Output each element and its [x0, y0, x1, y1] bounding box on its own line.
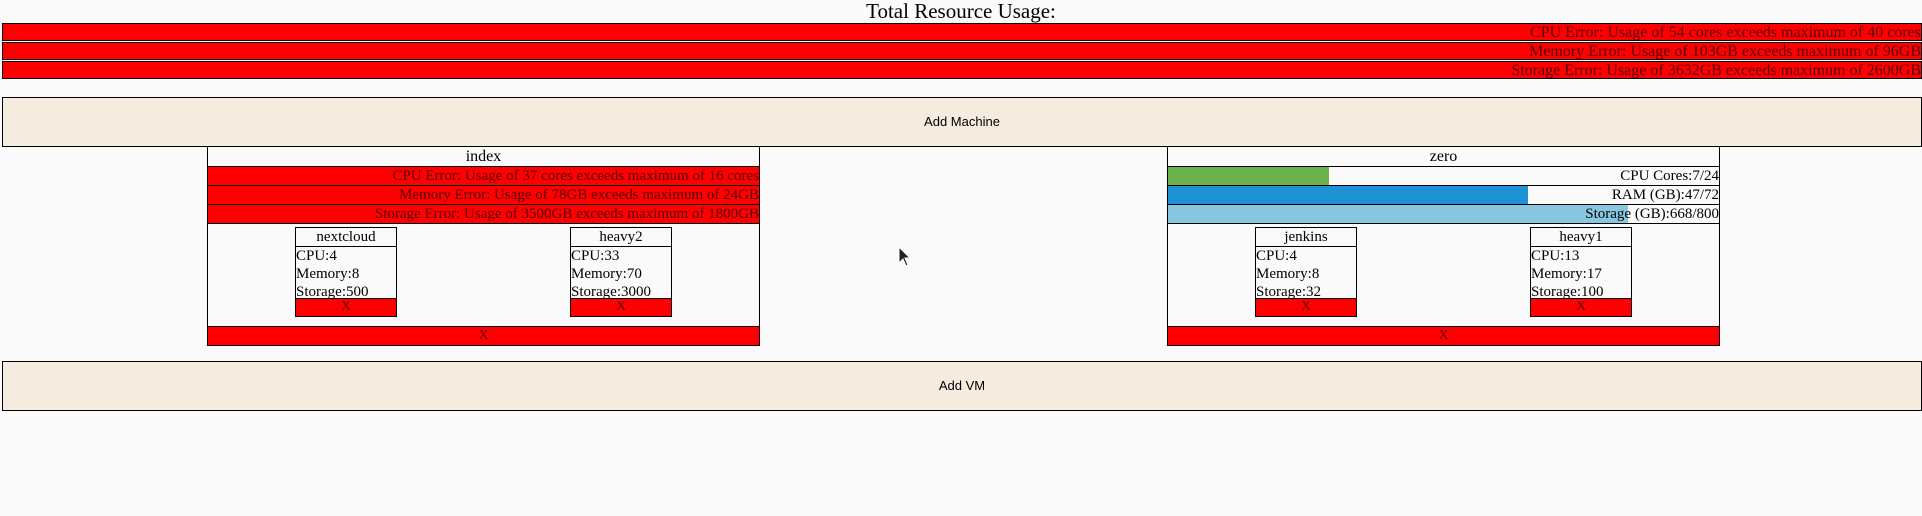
vm-name[interactable]: jenkins [1256, 228, 1356, 247]
add-machine-button[interactable]: Add Machine [2, 97, 1922, 147]
vm-name[interactable]: nextcloud [296, 228, 396, 247]
machine-name[interactable]: index [208, 147, 759, 167]
total-cpu-error: CPU Error: Usage of 54 cores exceeds max… [2, 23, 1922, 41]
remove-vm-button[interactable]: X [296, 298, 396, 316]
total-storage-error: Storage Error: Usage of 3632GB exceeds m… [2, 61, 1922, 79]
vm-memory: Memory:17 [1531, 266, 1602, 282]
vm-name[interactable]: heavy2 [571, 228, 671, 247]
vm-cpu: CPU:13 [1531, 248, 1580, 264]
cpu-usage-bar: CPU Cores:7/24 [1168, 167, 1719, 186]
machine-memory-error: Memory Error: Usage of 78GB exceeds maxi… [208, 186, 759, 205]
vm-storage: Storage:500 [296, 284, 369, 300]
machine-card: index CPU Error: Usage of 37 cores excee… [207, 146, 760, 346]
vm-memory: Memory:70 [571, 266, 642, 282]
storage-usage-fill [1168, 205, 1629, 223]
vm-name[interactable]: heavy1 [1531, 228, 1631, 247]
machine-card: zero CPU Cores:7/24 RAM (GB):47/72 Stora… [1167, 146, 1720, 346]
remove-machine-button[interactable]: X [1168, 326, 1719, 345]
machine-storage-error: Storage Error: Usage of 3500GB exceeds m… [208, 205, 759, 224]
machine-name[interactable]: zero [1168, 147, 1719, 167]
cpu-usage-label: CPU Cores:7/24 [1620, 168, 1719, 184]
vm-card: nextcloud CPU:4 Memory:8 Storage:500 X [295, 227, 397, 317]
remove-machine-button[interactable]: X [208, 326, 759, 345]
remove-vm-button[interactable]: X [571, 298, 671, 316]
storage-usage-label: Storage (GB):668/800 [1585, 206, 1719, 222]
vm-memory: Memory:8 [296, 266, 360, 282]
remove-vm-button[interactable]: X [1256, 298, 1356, 316]
remove-vm-button[interactable]: X [1531, 298, 1631, 316]
vm-cpu: CPU:4 [296, 248, 337, 264]
ram-usage-label: RAM (GB):47/72 [1611, 187, 1719, 203]
vm-memory: Memory:8 [1256, 266, 1320, 282]
vm-card: jenkins CPU:4 Memory:8 Storage:32 X [1255, 227, 1357, 317]
vm-card: heavy1 CPU:13 Memory:17 Storage:100 X [1530, 227, 1632, 317]
vm-cpu: CPU:4 [1256, 248, 1297, 264]
total-usage-title: Total Resource Usage: [866, 0, 1056, 23]
ram-usage-fill [1168, 186, 1528, 204]
add-vm-button[interactable]: Add VM [2, 361, 1922, 411]
cpu-usage-fill [1168, 167, 1329, 185]
vm-storage: Storage:100 [1531, 284, 1604, 300]
ram-usage-bar: RAM (GB):47/72 [1168, 186, 1719, 205]
vm-card: heavy2 CPU:33 Memory:70 Storage:3000 X [570, 227, 672, 317]
mouse-cursor-icon [898, 246, 912, 267]
storage-usage-bar: Storage (GB):668/800 [1168, 205, 1719, 224]
vm-storage: Storage:3000 [571, 284, 651, 300]
vm-cpu: CPU:33 [571, 248, 620, 264]
machine-cpu-error: CPU Error: Usage of 37 cores exceeds max… [208, 167, 759, 186]
total-memory-error: Memory Error: Usage of 103GB exceeds max… [2, 42, 1922, 60]
vm-storage: Storage:32 [1256, 284, 1321, 300]
